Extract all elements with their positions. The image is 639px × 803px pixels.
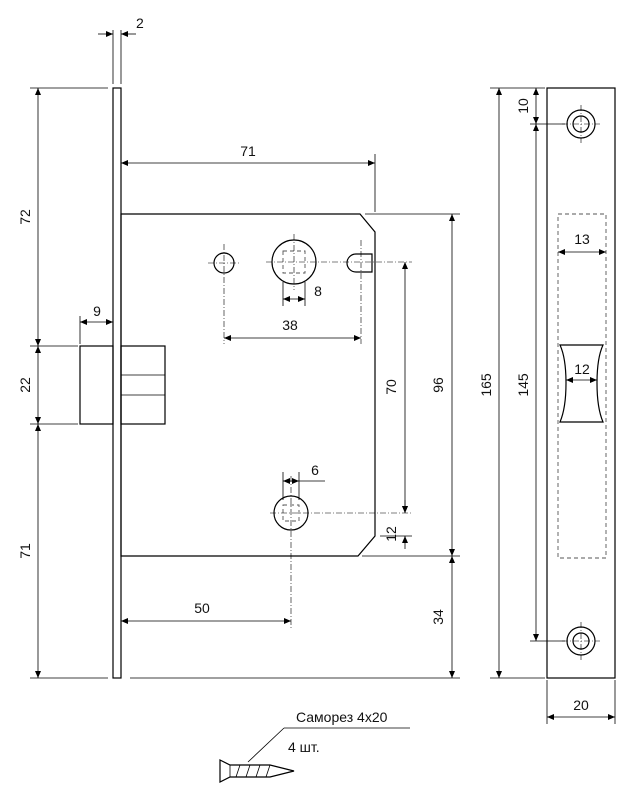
- dim-body-height: 96: [430, 214, 455, 556]
- strike-plate: [546, 87, 616, 679]
- screw-hole-right: [346, 253, 373, 273]
- dim-label-spindle-to-key: 70: [383, 379, 399, 395]
- dim-latch-height: 22: [17, 346, 41, 424]
- dim-label-body-height: 96: [430, 377, 446, 393]
- screw-icon: [219, 759, 295, 783]
- dim-key-offset: 12: [383, 500, 408, 549]
- dim-label-latch-height: 22: [17, 377, 33, 393]
- screw-callout: Саморез 4x20 4 шт.: [247, 709, 410, 763]
- dim-label-strike-width: 20: [573, 697, 589, 713]
- dim-label-strike-hole-spacing: 145: [515, 373, 531, 397]
- dim-label-strike-top-hole: 10: [515, 98, 531, 114]
- dim-strike-hole-spacing: 145: [515, 124, 539, 641]
- extension-lines: [30, 30, 616, 724]
- screw-label: Саморез 4x20: [296, 709, 388, 725]
- dim-latch-projection: 9: [80, 303, 113, 325]
- latch-bolt: [79, 345, 166, 425]
- dim-label-key-square: 6: [311, 462, 319, 478]
- dim-label-top-to-latch: 72: [17, 209, 33, 225]
- dim-label-bottom-offset: 34: [430, 609, 446, 625]
- dim-bottom-offset: 34: [430, 556, 455, 678]
- dim-strike-top-hole: 10: [515, 88, 539, 124]
- dim-spindle-to-key: 70: [383, 262, 408, 513]
- dim-label-key-offset: 12: [383, 526, 399, 542]
- strike-hole-top: [562, 105, 600, 143]
- dim-spindle-to-screw: 38: [224, 317, 361, 341]
- dim-key-square: 6: [283, 462, 325, 484]
- dim-label-key-backset: 50: [194, 600, 210, 616]
- dim-label-spindle-square: 8: [314, 283, 322, 299]
- dim-faceplate-thickness: 2: [98, 15, 144, 37]
- dim-label-strike-latch-opening: 12: [574, 361, 590, 377]
- dim-spindle-square: 8: [283, 283, 322, 302]
- lock-case: [120, 213, 376, 557]
- dim-label-latch-to-bottom: 71: [17, 543, 33, 559]
- centerlines: [208, 234, 412, 630]
- dim-latch-to-bottom: 71: [17, 424, 41, 678]
- dim-label-faceplate-thickness: 2: [136, 15, 144, 31]
- dim-strike-latch-opening: 12: [566, 361, 597, 383]
- faceplate: [112, 87, 122, 679]
- screw-quantity: 4 шт.: [288, 739, 320, 755]
- dim-strike-width: 20: [547, 697, 615, 720]
- dim-label-latch-projection: 9: [93, 303, 101, 319]
- dim-strike-window: 13: [558, 231, 606, 255]
- dim-label-strike-total: 165: [478, 373, 494, 397]
- dim-backset: 71: [121, 143, 375, 166]
- strike-hole-bottom: [562, 622, 600, 660]
- dim-label-backset: 71: [240, 143, 256, 159]
- dim-label-strike-window: 13: [574, 231, 590, 247]
- dim-top-to-latch: 72: [17, 88, 41, 346]
- dim-label-spindle-to-screw: 38: [282, 317, 298, 333]
- dim-key-backset: 50: [121, 600, 291, 624]
- dim-strike-total: 165: [478, 88, 502, 678]
